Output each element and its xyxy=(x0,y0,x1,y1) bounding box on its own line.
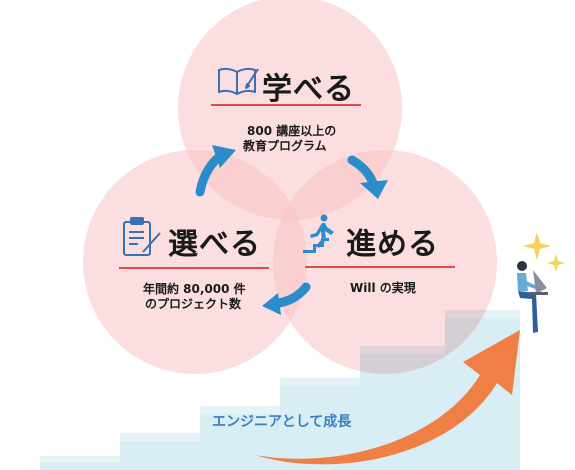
choose-line-2: のプロジェクト数 xyxy=(145,297,242,311)
open-book-pen-icon xyxy=(218,67,259,95)
cycle-arrow-bottom xyxy=(262,282,311,315)
growth-arrow xyxy=(255,330,520,465)
circle-choose xyxy=(83,150,307,374)
learn-title: 学べる xyxy=(262,72,355,107)
learn-line-2: 教育プログラム xyxy=(243,139,327,153)
advance-underline xyxy=(305,266,455,268)
sparkle-icon xyxy=(523,232,565,272)
choose-title: 選べる xyxy=(168,227,261,262)
cycle-arrow-top-left xyxy=(195,145,236,197)
growth-label: エンジニアとして成長 xyxy=(212,414,352,430)
venn-circles xyxy=(83,0,497,374)
person-with-laptop xyxy=(517,261,548,333)
learn-line-1: 800 講座以上の xyxy=(247,124,337,138)
advance-title: 進める xyxy=(346,227,439,262)
choose-line-1: 年間約 80,000 件 xyxy=(143,282,246,296)
circle-advance xyxy=(273,150,497,374)
advance-line-1: Will の実現 xyxy=(350,281,416,295)
learn-underline xyxy=(211,104,361,106)
cycle-arrow-top-right xyxy=(347,155,388,199)
choose-underline xyxy=(119,267,269,269)
clipboard-pen-icon xyxy=(123,217,161,256)
runner-stairs-icon xyxy=(303,214,334,253)
